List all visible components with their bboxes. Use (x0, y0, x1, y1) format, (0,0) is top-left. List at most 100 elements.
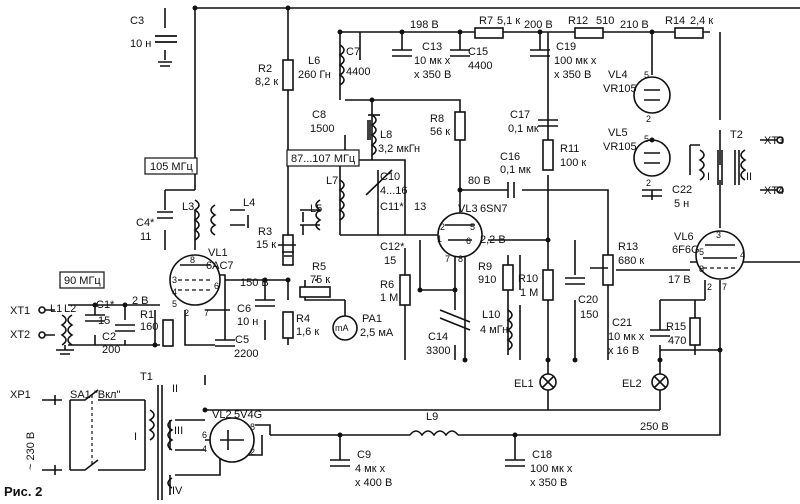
c12-value: 15 (384, 255, 396, 267)
xp1-label: XP1 (10, 389, 31, 401)
vl6-ref: VL6 (674, 231, 694, 243)
c15-ref: C15 (468, 46, 488, 58)
resistor-r9-body (502, 264, 514, 291)
r15-ref: R15 (666, 321, 686, 333)
c4-value: 11 (140, 231, 151, 243)
pin-label: 6 (202, 430, 207, 440)
l6-ref: L6 (308, 55, 320, 67)
l10-value: 4 мГн (480, 324, 508, 336)
l2-ref: L2 (64, 303, 76, 315)
pin-label: 8 (458, 254, 463, 264)
voltage-80: 80 В (468, 175, 491, 187)
t2-winding-i: I (707, 171, 710, 183)
r5-value: 75 к (310, 274, 330, 286)
vl4-type: VR105 (603, 83, 637, 95)
c11-value: 13 (414, 201, 426, 213)
pin-label: 5 (644, 70, 649, 80)
t1-winding-iii: III (174, 425, 183, 437)
tube-vl3-envelope (437, 212, 483, 258)
xt1-label: XT1 (10, 305, 30, 317)
pin-label: 2 (250, 447, 255, 457)
r10-value: 1 М (520, 287, 538, 299)
c20-ref: C20 (578, 294, 598, 306)
r15-value: 470 (668, 335, 686, 347)
resistor-r15-body (689, 317, 701, 346)
meter-ref: PA1 (362, 313, 382, 325)
c1-value: 15 (98, 315, 110, 327)
terminal-xt1 (38, 306, 46, 314)
voltage-210: 210 В (620, 19, 649, 31)
pin-label: 4 (172, 287, 177, 297)
c8-ref: C8 (312, 109, 326, 121)
terminal-xt3 (776, 136, 784, 144)
c22-ref: C22 (672, 184, 692, 196)
tube-vl5-envelope (633, 139, 671, 177)
mains-label: ~ 230 В (25, 432, 37, 470)
r9-value: 910 (478, 274, 496, 286)
pin-label: 5 (172, 299, 177, 309)
c14-value: 3300 (426, 345, 450, 357)
vl1-type: 6AC7 (206, 260, 234, 272)
xt3-label: XT3 (764, 135, 784, 147)
figure-caption: Рис. 2 (4, 484, 42, 499)
l6-value: 260 Гн (298, 69, 331, 81)
r2-value: 8,2 к (255, 76, 278, 88)
c20-value: 150 (580, 309, 598, 321)
r6-value: 1 М (380, 292, 398, 304)
c18-value: 100 мк х (530, 463, 573, 475)
voltage-2-2: 2,2 В (480, 234, 506, 246)
pin-label: 1 (437, 234, 442, 244)
r3-ref: R3 (258, 226, 272, 238)
t1-winding-iv: IV (172, 485, 183, 497)
pin-label: 2 (707, 282, 712, 292)
c18-value2: х 350 В (530, 477, 567, 489)
resistor-r4-body (282, 311, 294, 339)
pin-label: 5 (699, 247, 704, 257)
c16-value: 0,1 мк (500, 164, 531, 176)
r11-ref: R11 (560, 143, 579, 155)
pin-label: 6 (466, 236, 471, 246)
c10-value: 4...16 (380, 185, 408, 197)
frequency-87-107-label: 87...107 МГц (291, 153, 356, 165)
frequency-105-label: 105 МГц (150, 161, 194, 173)
voltage-2: 2 В (132, 295, 149, 307)
lamp-el1-label: EL1 (514, 378, 534, 390)
resistor-r1-body (162, 319, 174, 347)
l9-ref: L9 (426, 411, 438, 423)
r2-ref: R2 (258, 63, 272, 75)
l3-ref: L3 (182, 201, 194, 213)
c1-ref: C1* (96, 299, 115, 311)
c2-ref: C2 (102, 331, 116, 343)
xt2-label: XT2 (10, 329, 30, 341)
t2-label: T2 (730, 129, 743, 141)
l5-ref: L5 (310, 203, 322, 215)
vl5-ref: VL5 (608, 127, 628, 139)
vl3-type: 6SN7 (480, 203, 508, 215)
resistor-r14-body (674, 27, 704, 39)
pin-label: 7 (445, 254, 450, 264)
frequency-box-90 (59, 271, 105, 289)
vl5-type: VR105 (603, 141, 637, 153)
c19-value: 100 мк х (554, 55, 597, 67)
xt4-label: XT4 (764, 185, 784, 197)
resistor-r5-body (299, 286, 331, 298)
frequency-box-87-107 (286, 149, 360, 167)
r8-value: 56 к (430, 126, 450, 138)
c5-ref: C5 (235, 334, 249, 346)
tube-vl6-envelope (695, 230, 745, 280)
r14-ref: R14 (665, 15, 685, 27)
c9-value: 4 мк х (355, 463, 386, 475)
c13-value: 10 мк х (414, 55, 451, 67)
resistor-r12-body (574, 27, 604, 39)
c9-ref: C9 (357, 449, 371, 461)
resistor-r13-body (602, 254, 614, 286)
pin-label: 3 (716, 230, 721, 240)
pin-label: 4 (202, 444, 207, 454)
pin-label: 2 (646, 178, 651, 188)
c13-value2: х 350 В (414, 69, 451, 81)
r6-ref: R6 (380, 279, 394, 291)
voltage-150: 150 В (240, 277, 269, 289)
t1-winding-ii: II (172, 383, 178, 395)
